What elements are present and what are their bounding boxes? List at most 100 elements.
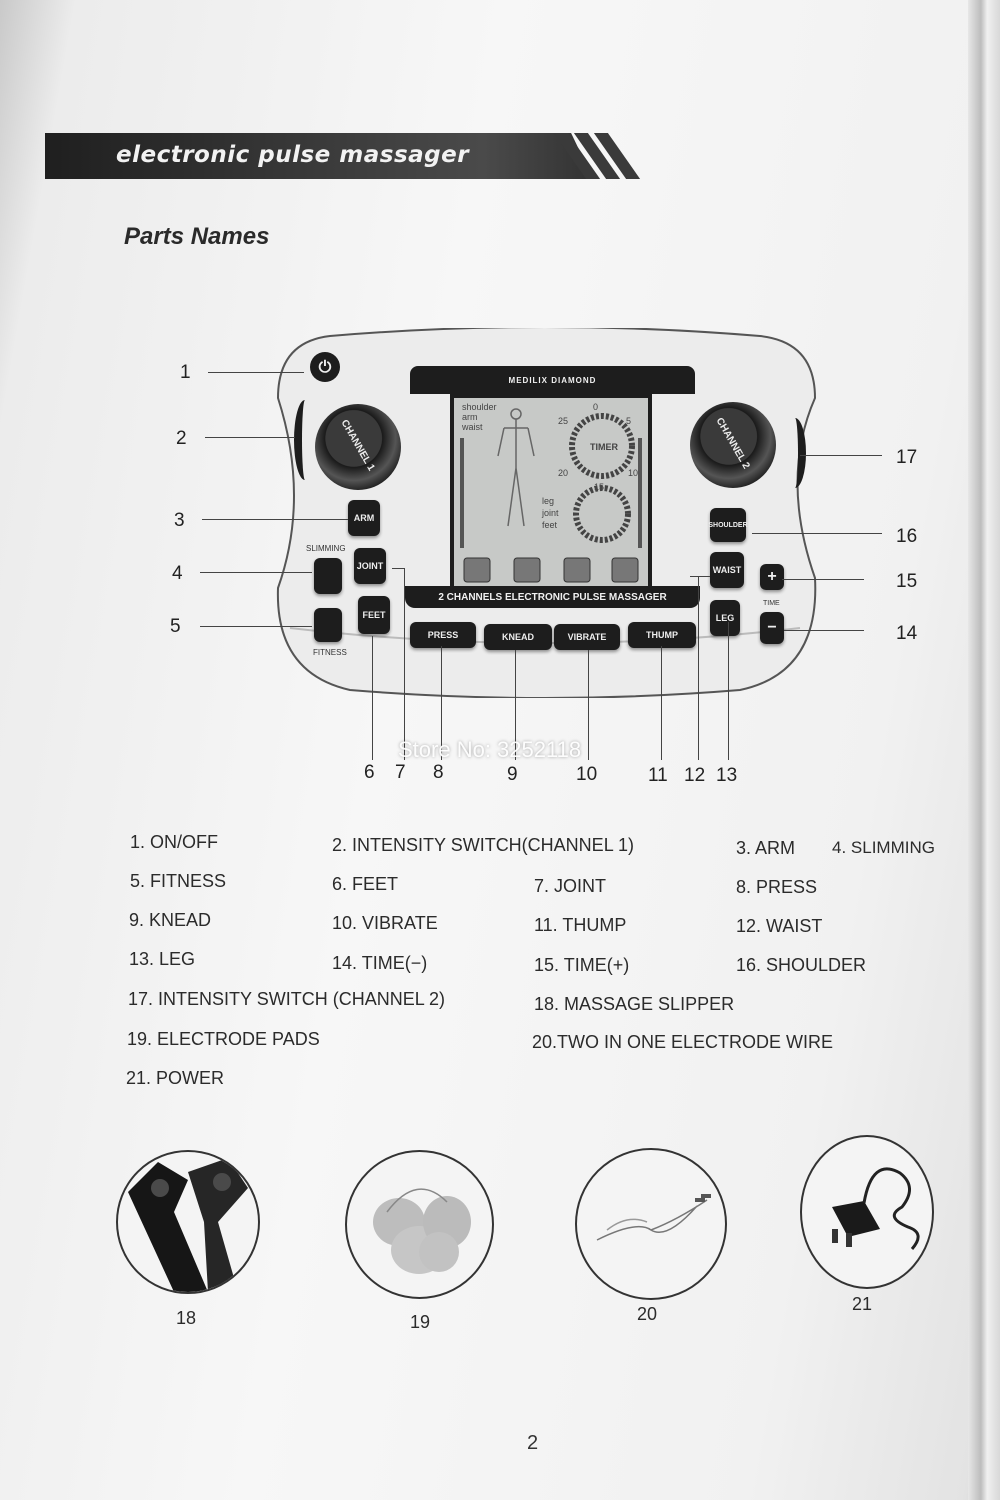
callout-16: 16 <box>896 526 918 547</box>
part-item: 6. FEET <box>332 874 399 894</box>
arm-button[interactable]: ARM <box>348 500 380 536</box>
leader-line <box>372 636 373 760</box>
knead-button[interactable]: KNEAD <box>484 624 552 650</box>
part-item: 1. ON/OFF <box>130 832 219 852</box>
leader-line <box>202 519 348 520</box>
leader-line <box>782 579 864 580</box>
page-number: 2 <box>527 1432 539 1454</box>
leader-line <box>200 626 312 627</box>
knob-right-label: CHANNEL 2 <box>713 416 752 471</box>
brand-band: MEDILIX DIAMOND <box>410 366 695 394</box>
lcd-label-arm: arm <box>462 412 478 422</box>
callout-5: 5 <box>170 616 181 637</box>
part-item: 21. POWER <box>126 1068 225 1088</box>
store-watermark: Store No: 3252118 <box>398 737 582 762</box>
time-minus-button[interactable]: − <box>760 612 784 644</box>
press-button[interactable]: PRESS <box>410 622 476 648</box>
leader-line <box>800 455 882 456</box>
lcd-label-shoulder: shoulder <box>462 402 497 412</box>
part-item: 9. KNEAD <box>129 910 212 930</box>
accessory-number-18: 18 <box>176 1308 197 1328</box>
callout-4: 4 <box>172 563 183 584</box>
leader-line <box>515 650 516 760</box>
joint-button[interactable]: JOINT <box>354 548 386 584</box>
knob-right-arc <box>784 418 806 488</box>
electrode-wire-icon <box>596 1194 711 1241</box>
device-illustration: ⏻ CHANNEL 1 CHANNEL 2 MEDILIX DIAMOND sh… <box>270 328 820 698</box>
lcd-label-feet: feet <box>542 520 558 530</box>
accessory-number-20: 20 <box>637 1304 658 1324</box>
accessory-pads <box>345 1150 494 1299</box>
part-item: 15. TIME(+) <box>534 955 630 975</box>
leader-line <box>698 576 699 760</box>
vibrate-button[interactable]: VIBRATE <box>554 624 620 650</box>
lcd-timer-label: TIMER <box>590 442 618 452</box>
part-item: 14. TIME(−) <box>332 953 428 973</box>
slimming-label: SLIMMING <box>306 544 346 553</box>
intensity-knob-channel-2[interactable]: CHANNEL 2 <box>690 402 776 488</box>
fitness-button[interactable] <box>314 608 342 642</box>
model-name: 2 CHANNELS ELECTRONIC PULSE MASSAGER <box>438 591 667 603</box>
part-item: 4. SLIMMING <box>832 838 935 857</box>
leader-line <box>200 572 312 573</box>
part-item: 5. FITNESS <box>130 871 227 891</box>
lcd-timer-tick: 5 <box>626 416 632 426</box>
callout-10: 10 <box>576 764 598 785</box>
part-item: 13. LEG <box>129 949 196 969</box>
callout-1: 1 <box>180 362 191 383</box>
page-binding <box>968 0 1000 1500</box>
waist-button[interactable]: WAIST <box>710 552 744 588</box>
lcd-timer-tick: 25 <box>558 416 569 426</box>
electrode-pads-icon <box>373 1188 471 1274</box>
part-item: 16. SHOULDER <box>736 955 867 975</box>
callout-14: 14 <box>896 623 918 644</box>
part-item: 19. ELECTRODE PADS <box>127 1029 320 1049</box>
lcd-graphics <box>460 408 642 583</box>
accessory-slipper <box>116 1150 260 1294</box>
shoulder-button[interactable]: SHOULDER <box>708 508 748 542</box>
part-item: 2. INTENSITY SWITCH(CHANNEL 1) <box>332 835 635 855</box>
leg-button[interactable]: LEG <box>710 600 740 636</box>
part-item: 20.TWO IN ONE ELECTRODE WIRE <box>532 1032 834 1052</box>
leader-line <box>441 646 442 760</box>
leader-line <box>404 568 405 760</box>
header-bar <box>45 133 593 179</box>
time-label: TIME <box>763 600 780 607</box>
callout-17: 17 <box>896 447 918 468</box>
callout-15: 15 <box>896 571 918 592</box>
lcd-label-leg: leg <box>542 496 555 506</box>
part-item: 12. WAIST <box>736 916 823 936</box>
callout-6: 6 <box>364 762 375 783</box>
callout-11: 11 <box>648 765 668 786</box>
lcd-screen: shoulder arm waist leg joint feet <box>450 394 652 594</box>
fitness-label: FITNESS <box>313 648 347 657</box>
part-item: 18. MASSAGE SLIPPER <box>534 994 735 1014</box>
part-item: 11. THUMP <box>534 915 627 935</box>
thump-button[interactable]: THUMP <box>628 622 696 648</box>
lcd-timer-tick: 10 <box>628 468 639 478</box>
intensity-knob-channel-1[interactable]: CHANNEL 1 <box>315 404 401 490</box>
callout-12: 12 <box>684 765 706 786</box>
feet-button[interactable]: FEET <box>358 596 390 634</box>
callout-8: 8 <box>433 762 444 783</box>
accessory-number-19: 19 <box>410 1312 431 1332</box>
knob-left-arc <box>294 400 316 480</box>
leader-line <box>661 646 662 760</box>
accessory-adapter <box>800 1135 934 1289</box>
time-plus-button[interactable]: + <box>760 564 784 590</box>
callout-13: 13 <box>716 765 738 786</box>
accessory-wire <box>575 1148 727 1300</box>
power-adapter-icon <box>832 1167 920 1250</box>
knob-left-label: CHANNEL 1 <box>338 418 377 473</box>
brand-name: MEDILIX DIAMOND <box>508 375 597 385</box>
slimming-button[interactable] <box>314 558 342 594</box>
leader-line <box>392 568 404 569</box>
leader-line <box>205 437 295 438</box>
section-title: Parts Names <box>124 223 270 250</box>
lcd-timer-tick: 15 <box>594 482 605 492</box>
callout-9: 9 <box>507 764 518 785</box>
lcd-timer-tick: 0 <box>593 402 599 412</box>
leader-line <box>208 372 304 373</box>
power-button[interactable]: ⏻ <box>310 352 340 382</box>
